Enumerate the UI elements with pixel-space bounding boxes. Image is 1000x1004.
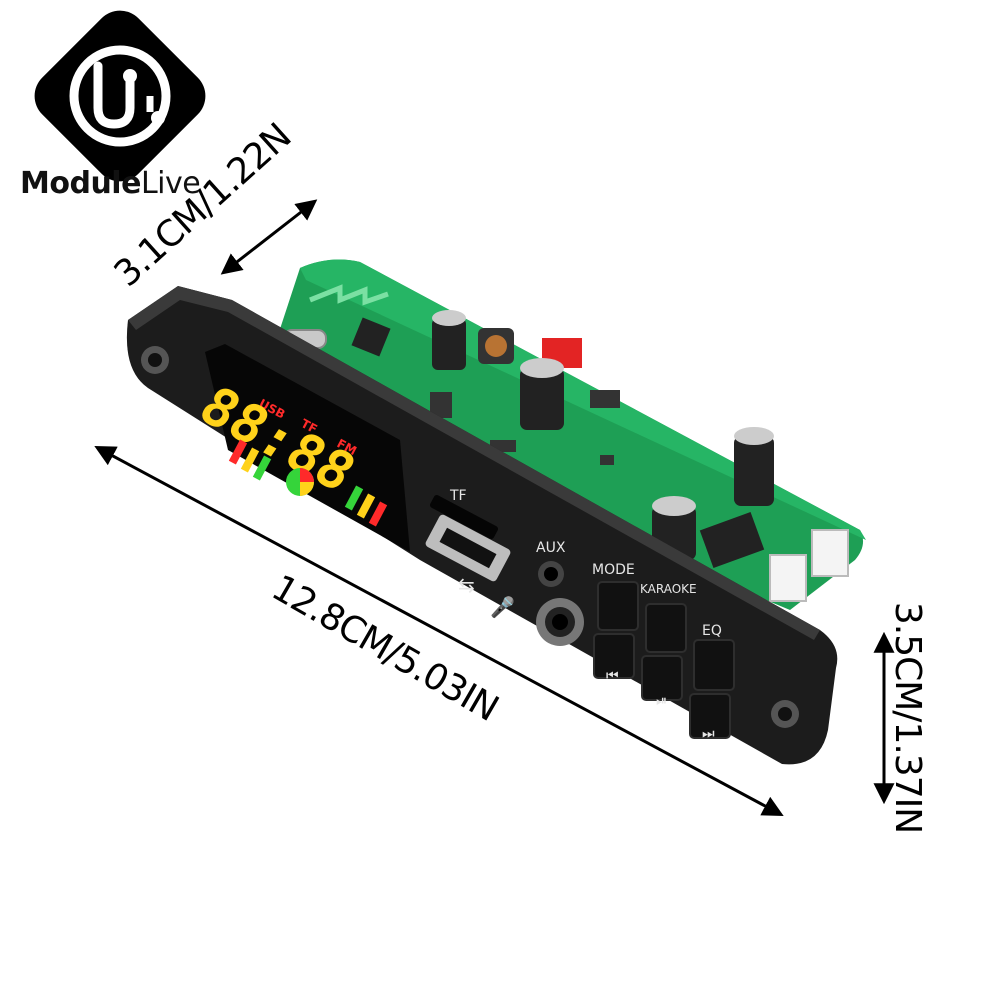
karaoke-button-label: KARAOKE xyxy=(640,582,697,596)
tf-slot-label: TF xyxy=(449,488,467,504)
microphone-jack[interactable] xyxy=(536,598,584,646)
height-dimension-label: 3.5CM/1.37IN xyxy=(887,601,929,834)
capacitor xyxy=(432,310,466,370)
aux-jack[interactable] xyxy=(538,561,564,587)
bluetooth-chip xyxy=(351,317,391,357)
aux-jack-label: AUX xyxy=(536,540,566,556)
eq-button[interactable] xyxy=(693,639,735,691)
inductor xyxy=(478,328,514,364)
brand-name-light: Live xyxy=(140,166,201,201)
length-dimension-arrow xyxy=(94,446,784,816)
usb-icon: ⇆ xyxy=(458,573,475,597)
next-track-icon: ⏭ xyxy=(702,726,715,742)
karaoke-button[interactable] xyxy=(645,603,687,653)
microphone-icon: 🎤 xyxy=(490,595,515,619)
circuit-loop-logo-icon xyxy=(34,10,206,182)
capacitor xyxy=(520,358,564,430)
capacitor xyxy=(734,427,774,506)
mode-button[interactable] xyxy=(597,581,639,631)
display-indicator-tf: TF xyxy=(299,416,320,436)
mode-button-label: MODE xyxy=(592,562,635,578)
play-pause-icon: ⏯ xyxy=(656,693,667,709)
eq-button-label: EQ xyxy=(702,623,722,639)
width-dimension-arrow xyxy=(220,199,318,275)
brand-name-bold: Module xyxy=(20,166,141,201)
brand-name: ModuleLive xyxy=(20,166,201,201)
prev-track-icon: ⏮ xyxy=(606,668,619,684)
